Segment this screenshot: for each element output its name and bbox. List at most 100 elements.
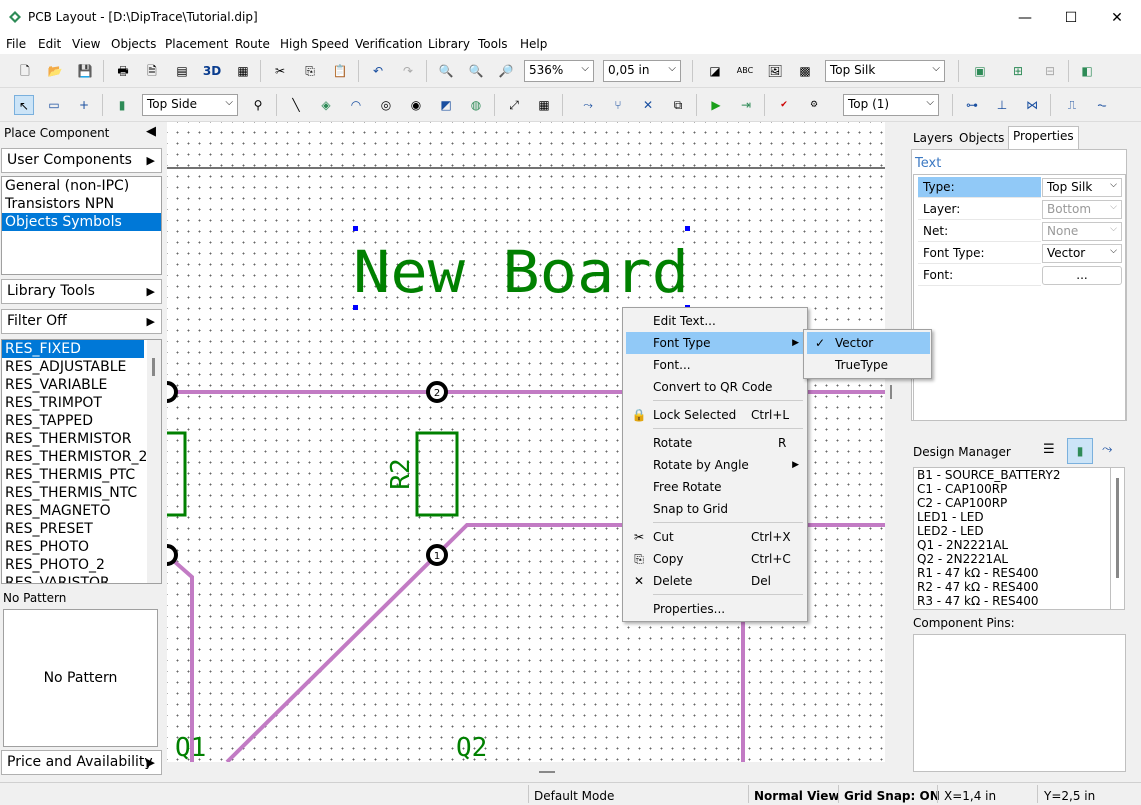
component-item[interactable]: RES_MAGNETO [5, 503, 111, 519]
component-item[interactable]: RES_VARIABLE [5, 377, 108, 393]
property-value-select[interactable]: Top Silk⌵ [1042, 178, 1122, 197]
pad-2[interactable] [426, 381, 448, 403]
component-item[interactable]: RES_PHOTO [5, 539, 90, 555]
property-value-select[interactable]: Bottom⌵ [1042, 200, 1122, 219]
tab-objects[interactable]: Objects [959, 131, 1005, 145]
table-icon[interactable]: ▦ [538, 98, 550, 112]
component-item[interactable]: RES_PHOTO_2 [5, 557, 105, 573]
menu-tools[interactable]: Tools [478, 37, 508, 51]
splitter-grip[interactable] [890, 385, 892, 399]
redo-icon[interactable]: ↷ [402, 64, 414, 78]
design-item[interactable]: LED2 - LED [917, 524, 984, 538]
menu-item-rotate-by-angle[interactable]: Rotate by Angle▶ [626, 454, 804, 476]
autoroute-icon[interactable]: ⊞ [1012, 64, 1024, 78]
menu-item-properties[interactable]: Properties... [626, 598, 804, 620]
menu-high-speed[interactable]: High Speed [280, 37, 350, 51]
silk-layer-select[interactable]: Top Silk⌵ [825, 60, 945, 82]
pointer-icon[interactable]: ↖ [14, 95, 34, 115]
place-dimension-icon[interactable]: ◪ [709, 64, 721, 78]
close-button[interactable]: ✕ [1111, 10, 1123, 26]
find-icon[interactable]: ⚲ [253, 98, 263, 112]
component-item[interactable]: RES_THERMISTOR [5, 431, 132, 447]
menu-item-font[interactable]: Font... [626, 354, 804, 376]
place-hole-icon[interactable]: ◉ [410, 98, 422, 112]
component-view-icon[interactable]: ▮ [1067, 438, 1093, 464]
menu-item-edit-text[interactable]: Edit Text... [626, 310, 804, 332]
place-picture-icon[interactable]: 🖼 [767, 64, 783, 78]
selection-handle[interactable] [353, 305, 358, 310]
pad[interactable] [167, 381, 178, 403]
library-item[interactable]: Transistors NPN [5, 196, 115, 212]
trace[interactable] [167, 553, 194, 762]
place-line-icon[interactable]: ╲ [292, 98, 300, 112]
design-item[interactable]: R1 - 47 kΩ - RES400 [917, 566, 1039, 580]
library-item-selected[interactable]: Objects Symbols [2, 213, 161, 231]
dimension-icon[interactable]: ⤢ [509, 98, 519, 112]
cut-icon[interactable]: ✂ [274, 64, 286, 78]
place-via-icon[interactable]: ◎ [380, 98, 392, 112]
component-item[interactable]: RES_TRIMPOT [5, 395, 102, 411]
new-file-icon[interactable]: 🗋 [20, 64, 30, 78]
library-list[interactable]: General (non-IPC) Transistors NPN Object… [1, 176, 162, 275]
maximize-button[interactable]: ☐ [1064, 10, 1078, 26]
zoom-fit-icon[interactable]: 🔎 [498, 64, 514, 78]
font-button[interactable]: ... [1042, 266, 1122, 285]
scrollbar[interactable] [147, 340, 161, 583]
r2-label[interactable]: R2 [386, 458, 416, 489]
copy-icon[interactable]: ⎘ [305, 64, 315, 78]
submenu-item-truetype[interactable]: TrueType [807, 354, 930, 376]
component-item-selected[interactable]: RES_FIXED [2, 340, 144, 358]
drc-check-icon[interactable]: ✔ [780, 100, 788, 110]
menu-file[interactable]: File [6, 37, 27, 51]
open-folder-icon[interactable]: 📂 [47, 64, 63, 78]
signal-wave-icon[interactable]: ⏦ [1097, 98, 1107, 112]
design-item[interactable]: C1 - CAP100RP [917, 482, 1008, 496]
unroute-icon[interactable]: ⊟ [1044, 64, 1056, 78]
q1-label[interactable]: Q1 [175, 733, 206, 762]
menu-placement[interactable]: Placement [165, 37, 229, 51]
component-item[interactable]: RES_THERMISTOR_2 [5, 449, 148, 465]
user-components-button[interactable]: User Components▶ [1, 148, 162, 173]
pad[interactable] [167, 544, 178, 566]
zoom-in-icon[interactable]: 🔍 [438, 64, 454, 78]
menu-library[interactable]: Library [428, 37, 470, 51]
menu-item-convert-qr[interactable]: Convert to QR Code [626, 376, 804, 398]
run-icon[interactable]: ▶ [711, 98, 721, 112]
list-view-icon[interactable]: ☰ [1043, 442, 1055, 457]
design-item[interactable]: R2 - 47 kΩ - RES400 [917, 580, 1039, 594]
length-tune-icon[interactable]: ⊶ [966, 98, 978, 112]
route-bus-icon[interactable]: ⧉ [673, 98, 683, 112]
scrollbar-thumb[interactable] [152, 358, 155, 376]
r1-silk-outline[interactable] [167, 431, 187, 517]
menu-edit[interactable]: Edit [38, 37, 62, 51]
place-component-icon[interactable]: ▮ [118, 98, 126, 112]
submenu-item-vector[interactable]: ✓Vector [807, 332, 930, 354]
scrollbar-thumb[interactable] [1116, 478, 1119, 578]
design-manager-list[interactable]: B1 - SOURCE_BATTERY2 C1 - CAP100RP C2 - … [913, 467, 1111, 610]
property-value-select[interactable]: None⌵ [1042, 222, 1122, 241]
crosshair-icon[interactable]: + [78, 98, 90, 112]
vertical-splitter[interactable] [885, 122, 897, 782]
component-item[interactable]: RES_ADJUSTABLE [5, 359, 127, 375]
scrollbar[interactable] [1111, 467, 1125, 610]
status-view[interactable]: Normal View [754, 789, 840, 803]
route-cross-icon[interactable]: ✕ [642, 98, 654, 112]
net-view-icon[interactable]: ⤳ [1102, 442, 1113, 457]
menu-item-snap-to-grid[interactable]: Snap to Grid [626, 498, 804, 520]
panelize-icon[interactable]: ▦ [237, 64, 249, 78]
qr-code-icon[interactable]: ▩ [799, 64, 811, 78]
grid-size-select[interactable]: 0,05 in⌵ [603, 60, 681, 82]
menu-route[interactable]: Route [235, 37, 270, 51]
undo-icon[interactable]: ↶ [372, 64, 384, 78]
menu-help[interactable]: Help [520, 37, 548, 51]
measure-icon[interactable]: ▭ [48, 98, 60, 112]
route-branch-icon[interactable]: ⑂ [614, 98, 622, 112]
component-item[interactable]: RES_TAPPED [5, 413, 94, 429]
place-shape-icon[interactable]: ◍ [470, 98, 482, 112]
design-item[interactable]: LED1 - LED [917, 510, 984, 524]
minimize-button[interactable]: — [1018, 10, 1032, 26]
component-item[interactable]: RES_THERMIS_NTC [5, 485, 138, 501]
